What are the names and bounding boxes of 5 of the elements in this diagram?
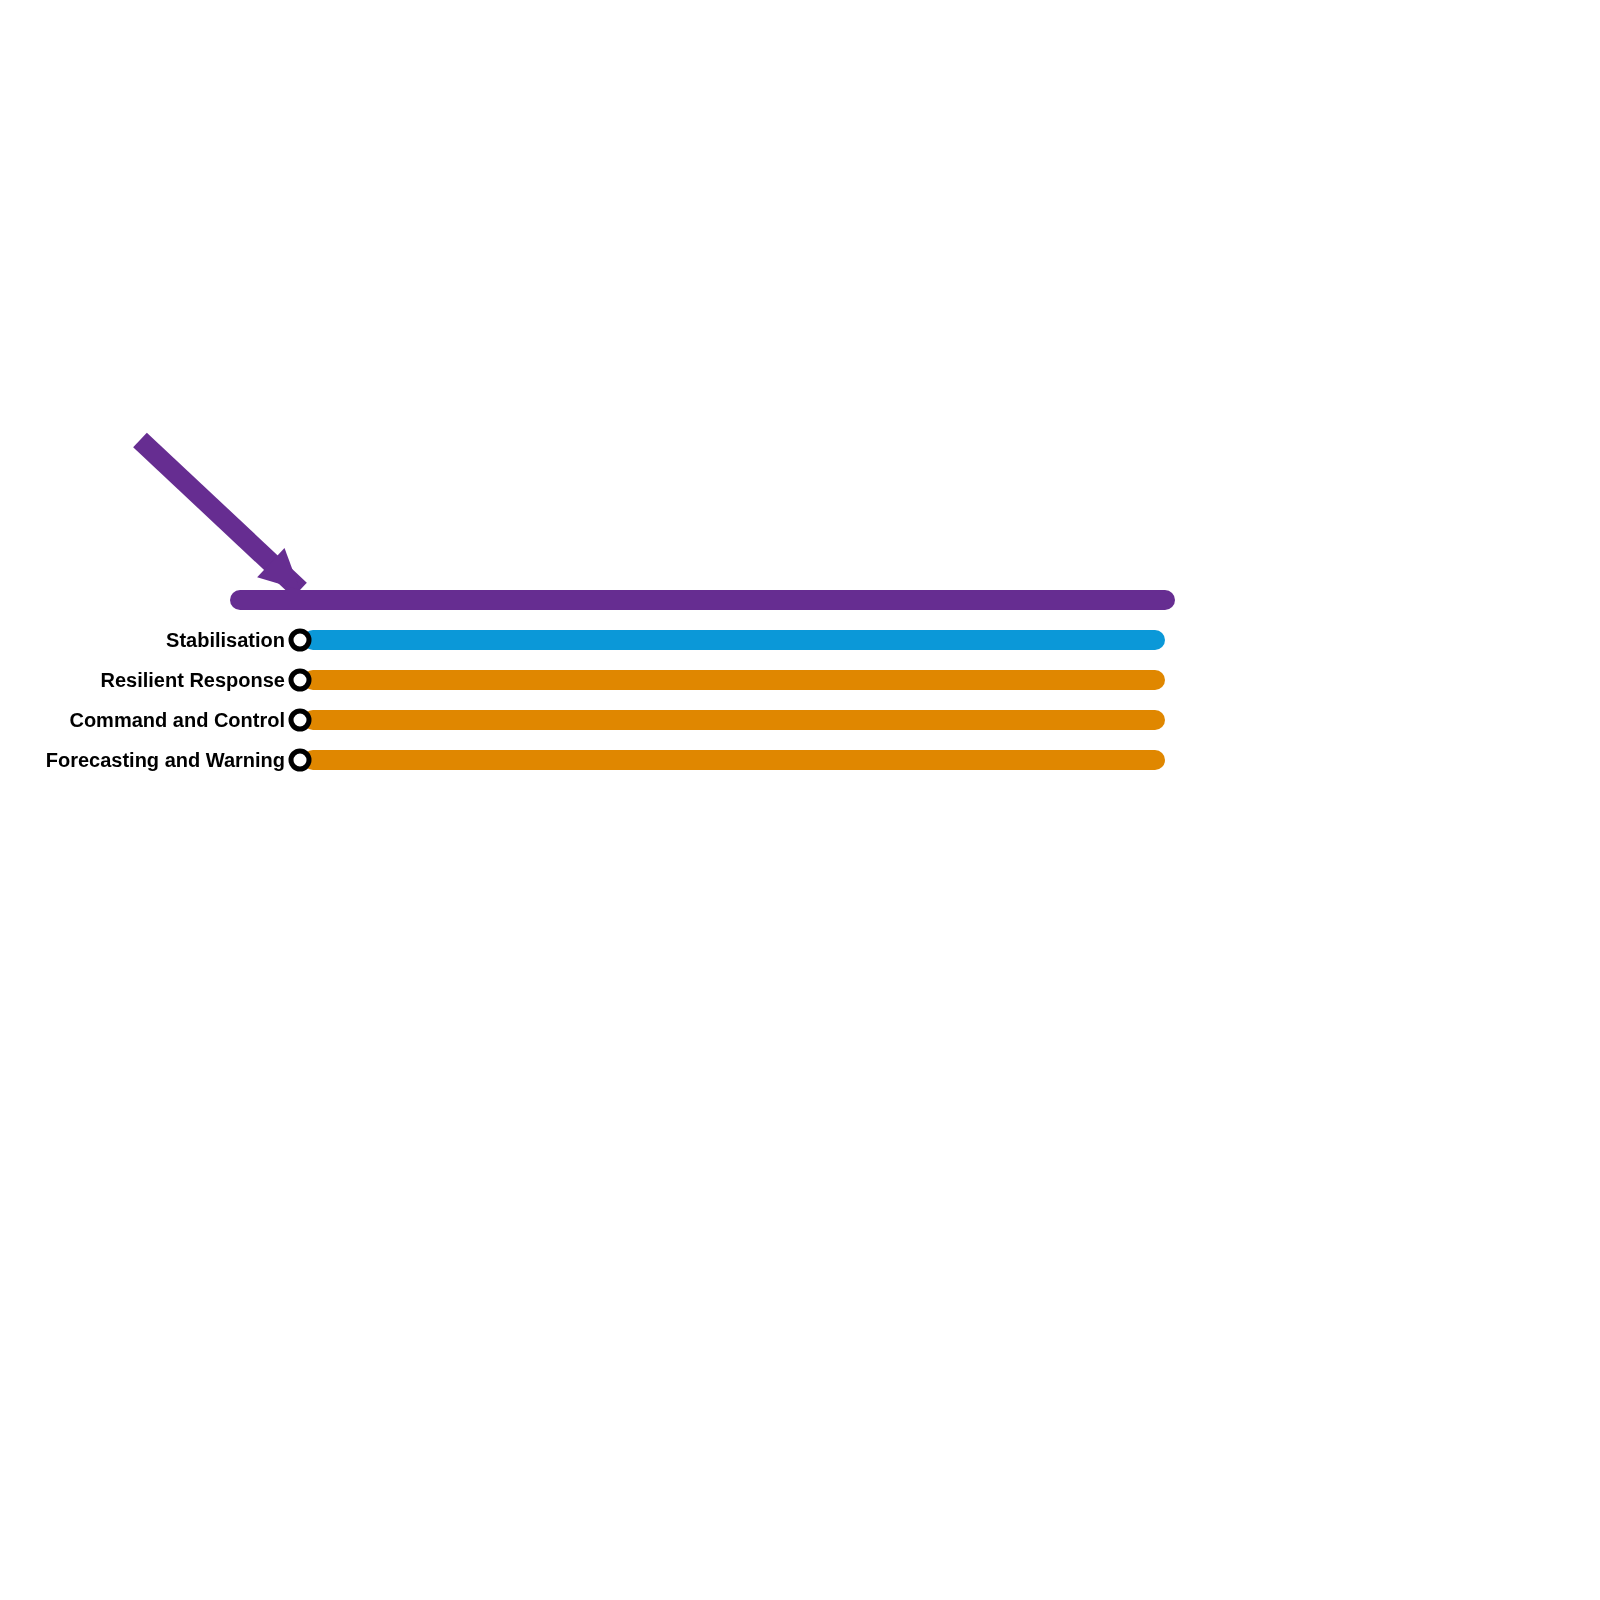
station-label: Command and Control: [69, 708, 285, 732]
station-label: Forecasting and Warning: [45, 748, 285, 772]
line-bar: [230, 590, 1175, 610]
station-label: Stabilisation: [166, 628, 285, 652]
station-label: Resilient Response: [100, 668, 285, 692]
